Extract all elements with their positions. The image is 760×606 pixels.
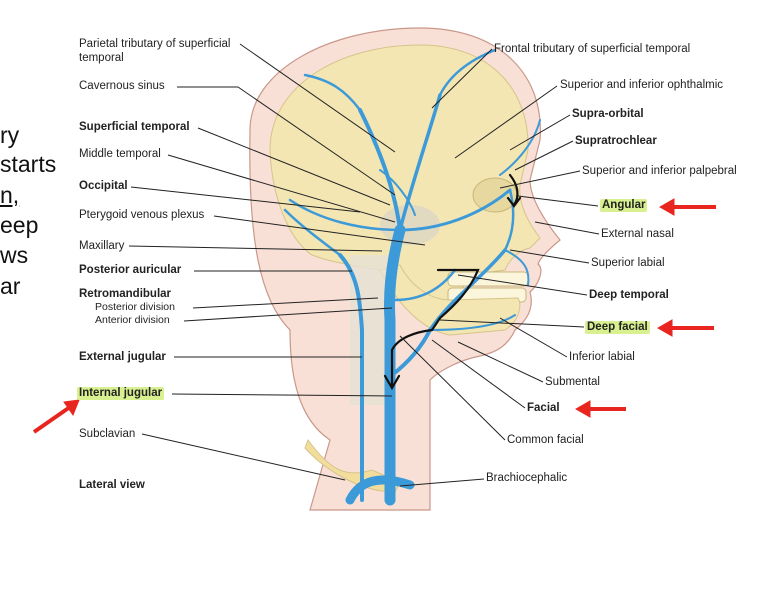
mandible bbox=[379, 264, 521, 336]
label-deep-temporal: Deep temporal bbox=[589, 289, 669, 301]
veins bbox=[283, 48, 541, 506]
label-maxillary: Maxillary bbox=[79, 240, 125, 252]
label-deep-facial: Deep facial bbox=[585, 321, 650, 334]
label-posterior-auricular: Posterior auricular bbox=[79, 264, 182, 276]
angular-red-arrow-icon bbox=[658, 198, 716, 216]
facial-red-arrow-icon bbox=[574, 400, 626, 418]
label-superior-labial: Superior labial bbox=[591, 257, 665, 269]
label-submental: Submental bbox=[545, 376, 600, 388]
red-arrows bbox=[32, 198, 716, 434]
label-parietal-tributary: Parietal tributary of superficial bbox=[79, 38, 231, 50]
side-text-4: eep bbox=[0, 212, 39, 238]
label-retromandibular: Retromandibular bbox=[79, 288, 172, 300]
label-occipital: Occipital bbox=[79, 180, 128, 192]
label-parietal-tributary-line2: temporal bbox=[79, 52, 124, 64]
cervical-spine bbox=[350, 255, 390, 405]
label-posterior-division: Posterior division bbox=[95, 301, 175, 313]
skull bbox=[269, 44, 541, 331]
side-text-2: starts bbox=[0, 151, 57, 177]
label-external-nasal: External nasal bbox=[601, 228, 674, 240]
label-anterior-division: Anterior division bbox=[95, 314, 170, 326]
side-text-1: ry bbox=[0, 122, 20, 148]
label-supra-orbital: Supra-orbital bbox=[572, 108, 644, 120]
label-cavernous-sinus: Cavernous sinus bbox=[79, 80, 165, 92]
label-subclavian: Subclavian bbox=[79, 428, 136, 440]
label-angular: Angular bbox=[600, 199, 648, 212]
label-brachiocephalic: Brachiocephalic bbox=[486, 472, 568, 484]
deep-facial-red-arrow-icon bbox=[656, 319, 714, 337]
label-pterygoid-plexus: Pterygoid venous plexus bbox=[79, 209, 205, 221]
label-superficial-temporal: Superficial temporal bbox=[79, 121, 190, 133]
label-lateral-view: Lateral view bbox=[79, 479, 145, 491]
label-palpebral: Superior and inferior palpebral bbox=[582, 165, 737, 177]
leader-lines bbox=[128, 43, 600, 487]
ear-region bbox=[380, 205, 440, 245]
label-internal-jugular: Internal jugular bbox=[77, 387, 165, 400]
side-text-6: ar bbox=[0, 273, 21, 299]
label-external-jugular: External jugular bbox=[79, 351, 166, 363]
label-frontal-tributary: Frontal tributary of superficial tempora… bbox=[494, 43, 691, 55]
label-ophthalmic: Superior and inferior ophthalmic bbox=[560, 79, 724, 91]
label-supratrochlear: Supratrochlear bbox=[575, 135, 657, 147]
label-facial: Facial bbox=[527, 402, 560, 414]
side-text-3: n, bbox=[0, 181, 19, 210]
side-text-3-underlined: n, bbox=[0, 182, 20, 208]
label-middle-temporal: Middle temporal bbox=[79, 148, 161, 160]
label-inferior-labial: Inferior labial bbox=[569, 351, 635, 363]
label-common-facial: Common facial bbox=[507, 434, 584, 446]
side-text-5: ws bbox=[0, 242, 29, 268]
annotation-arrows bbox=[383, 173, 522, 391]
internal-jugular-red-arrow-icon bbox=[32, 399, 80, 434]
